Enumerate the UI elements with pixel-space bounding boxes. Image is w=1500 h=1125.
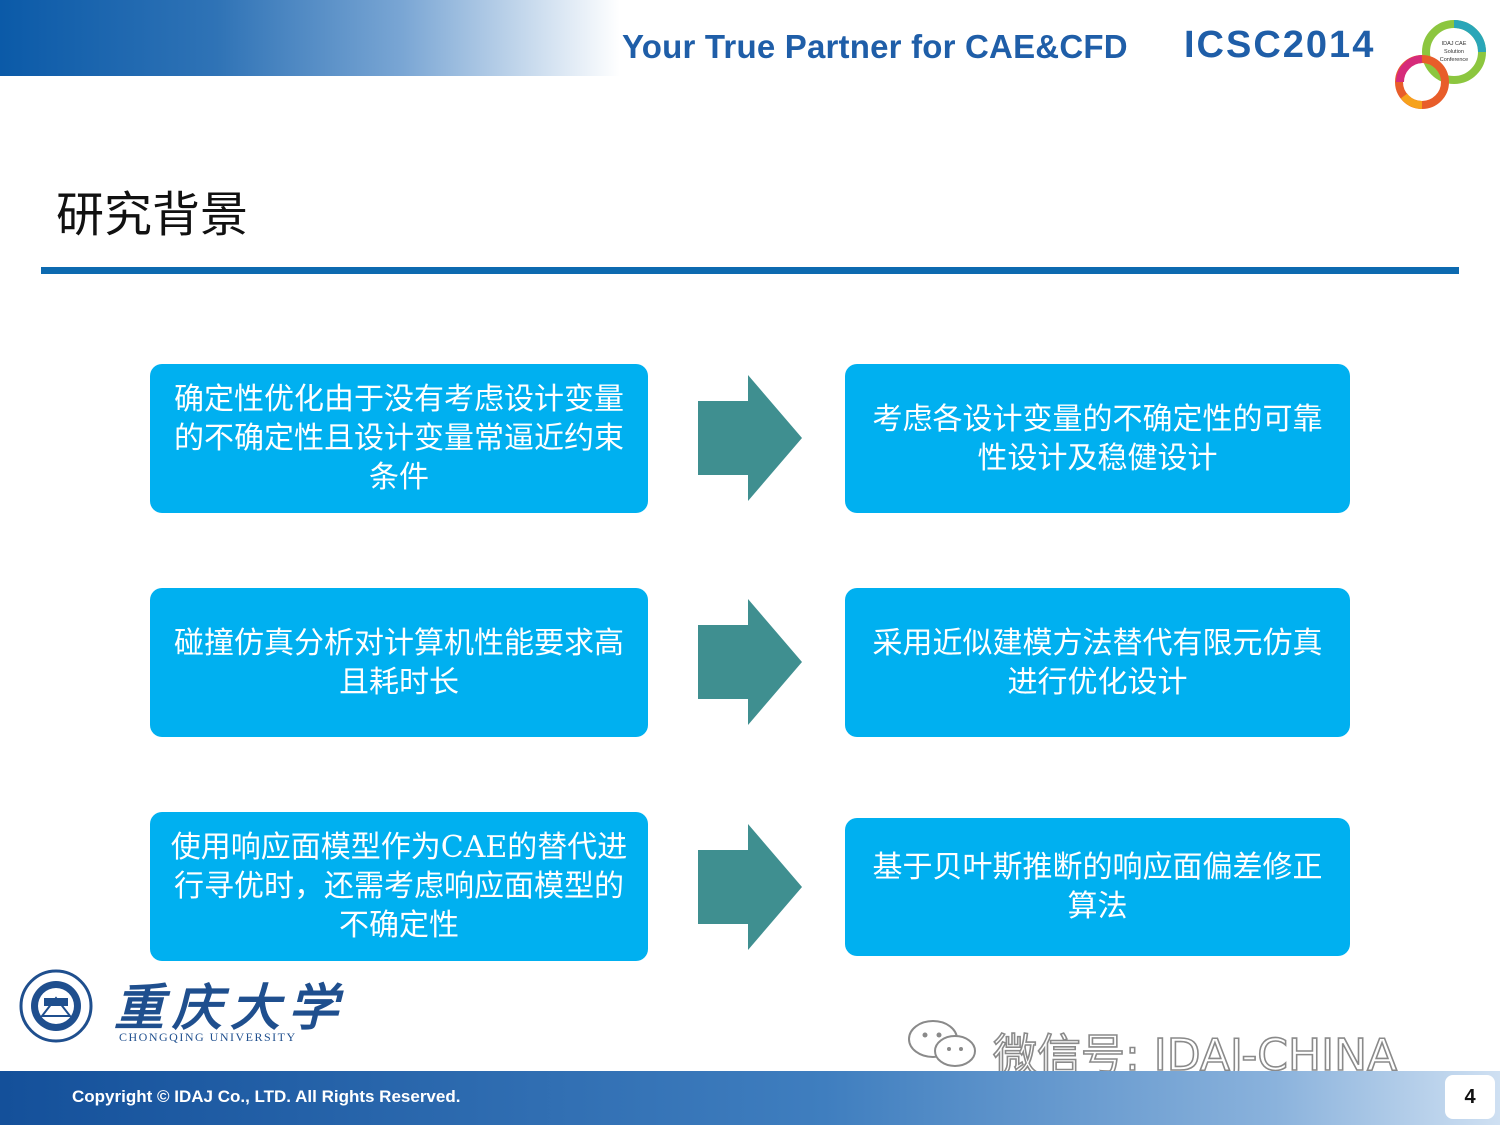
footer-bar: Copyright © IDAJ Co., LTD. All Rights Re… xyxy=(0,1071,1500,1125)
conference-logo: IDAJ CAE Solution Conference xyxy=(1395,20,1486,109)
arrow-right-icon xyxy=(698,375,802,501)
header-tagline: Your True Partner for CAE&CFD xyxy=(622,28,1128,65)
problem-box-3: 使用响应面模型作为CAE的替代进行寻优时，还需考虑响应面模型的不确定性 xyxy=(150,812,648,961)
logo-text-line2: Solution xyxy=(1444,49,1464,55)
logo-text-line1: IDAJ CAE xyxy=(1442,41,1467,47)
problem-box-2: 碰撞仿真分析对计算机性能要求高且耗时长 xyxy=(150,588,648,737)
header-bar: Your True Partner for CAE&CFD ICSC2014 xyxy=(0,0,1500,76)
arrow-right-icon xyxy=(698,599,802,725)
page-number: 4 xyxy=(1445,1075,1495,1119)
slide-title: 研究背景 xyxy=(56,187,249,243)
copyright-text: Copyright © IDAJ Co., LTD. All Rights Re… xyxy=(72,1087,461,1106)
logo-text-line3: Conference xyxy=(1440,57,1468,63)
university-name-cn: 重庆大学 xyxy=(114,978,346,1037)
solution-box-3: 基于贝叶斯推断的响应面偏差修正算法 xyxy=(845,818,1350,956)
university-name-en: CHONGQING UNIVERSITY xyxy=(119,1030,297,1044)
solution-box-2: 采用近似建模方法替代有限元仿真进行优化设计 xyxy=(845,588,1350,737)
problem-box-1: 确定性优化由于没有考虑设计变量的不确定性且设计变量常逼近约束条件 xyxy=(150,364,648,513)
wechat-icon xyxy=(908,1020,976,1067)
wechat-watermark: 微信号: IDAJ-CHINA xyxy=(905,1015,1465,1082)
header-gradient xyxy=(0,0,620,76)
title-rule xyxy=(41,267,1459,274)
conference-name: ICSC2014 xyxy=(1184,24,1376,66)
arrow-right-icon xyxy=(698,824,802,950)
solution-box-1: 考虑各设计变量的不确定性的可靠性设计及稳健设计 xyxy=(845,364,1350,513)
university-seal-icon xyxy=(19,969,93,1043)
university-logo: 重庆大学 CHONGQING UNIVERSITY xyxy=(18,968,338,1048)
